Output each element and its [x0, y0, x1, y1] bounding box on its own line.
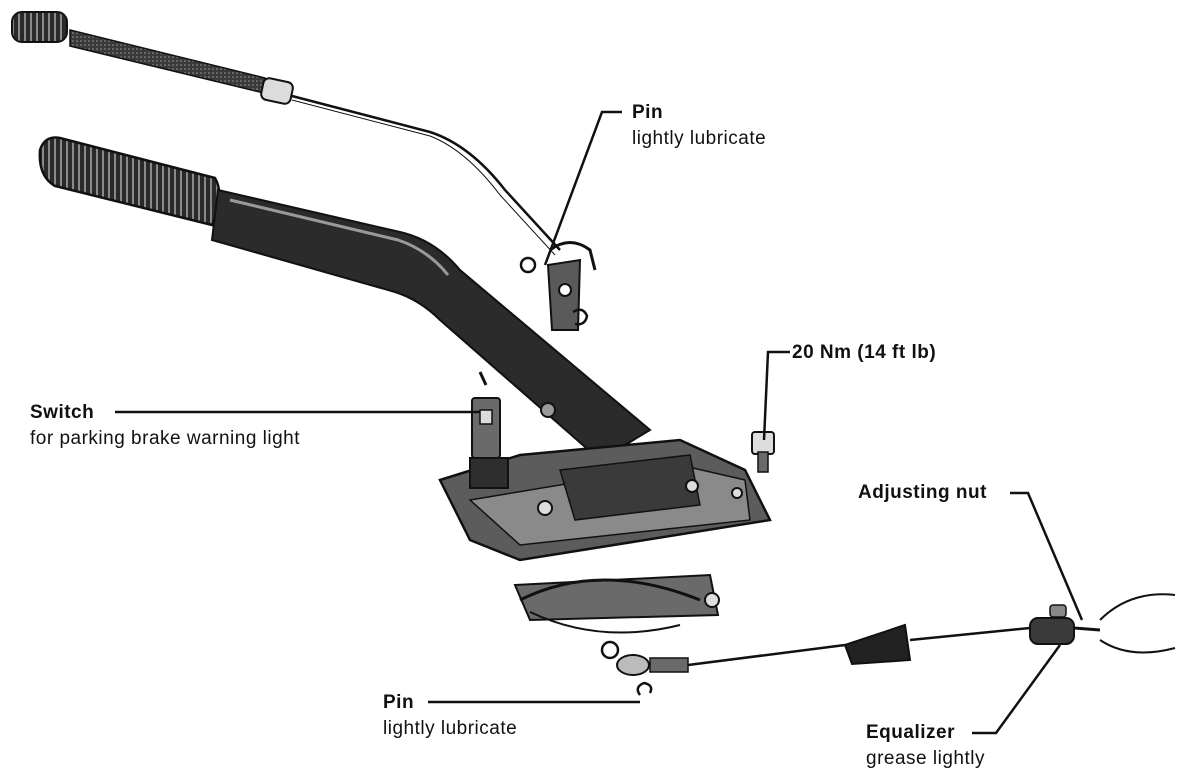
lever-base-bracket	[438, 438, 772, 562]
label-pin-top-sub: lightly lubricate	[632, 128, 767, 149]
warning-light-switch	[469, 371, 509, 489]
leader-adjusting-nut	[1010, 491, 1084, 621]
leader-torque	[762, 350, 790, 441]
label-pin-bottom-sub: lightly lubricate	[383, 718, 518, 739]
label-pin-bottom: Pin lightly lubricate	[383, 690, 517, 742]
upper-pin-clip	[519, 241, 597, 331]
label-pin-top-title: Pin	[632, 102, 664, 123]
brake-cable-assembly	[600, 593, 1176, 696]
mounting-bolt	[751, 431, 775, 473]
label-equalizer: Equalizer grease lightly	[866, 720, 985, 772]
leader-equalizer	[972, 644, 1062, 735]
label-pin-top: Pin lightly lubricate	[632, 100, 766, 152]
leader-lines	[115, 110, 1084, 735]
label-adjusting-nut: Adjusting nut	[858, 480, 987, 506]
exploded-handle-grip	[11, 11, 561, 256]
label-equalizer-title: Equalizer	[866, 722, 955, 743]
label-switch-sub: for parking brake warning light	[30, 428, 301, 449]
label-adjusting-nut-title: Adjusting nut	[858, 482, 987, 503]
brake-lever	[38, 136, 652, 462]
label-torque-title: 20 Nm (14 ft lb)	[792, 342, 937, 363]
leader-pin-top	[543, 110, 622, 266]
label-pin-bottom-title: Pin	[383, 692, 415, 713]
label-switch: Switch for parking brake warning light	[30, 400, 300, 452]
label-switch-title: Switch	[30, 402, 95, 423]
label-torque: 20 Nm (14 ft lb)	[792, 340, 936, 366]
label-equalizer-sub: grease lightly	[866, 748, 985, 769]
ratchet-mechanism	[513, 573, 720, 634]
